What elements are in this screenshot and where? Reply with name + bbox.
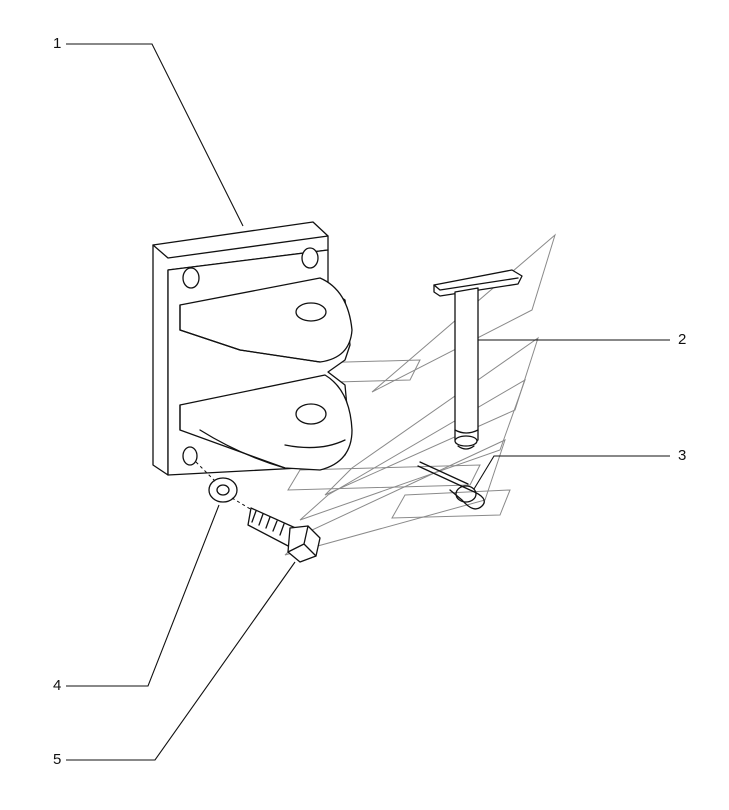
mounting-bracket <box>152 221 353 476</box>
callout-2: 2 <box>678 331 687 348</box>
hex-bolt <box>247 507 321 563</box>
leader-line-3 <box>473 455 670 490</box>
t-handle-pin <box>433 269 523 450</box>
callout-3: 3 <box>678 447 687 464</box>
assembly-line-washer <box>195 461 217 483</box>
assembly-line-bolt <box>231 497 253 511</box>
leader-line-1 <box>66 43 244 227</box>
callout-5: 5 <box>53 751 62 768</box>
washer <box>208 477 238 503</box>
callout-4: 4 <box>53 677 62 694</box>
r-clip <box>417 461 485 510</box>
leader-line-4 <box>66 504 220 687</box>
callout-1: 1 <box>53 35 62 52</box>
leader-line-5 <box>66 561 296 761</box>
